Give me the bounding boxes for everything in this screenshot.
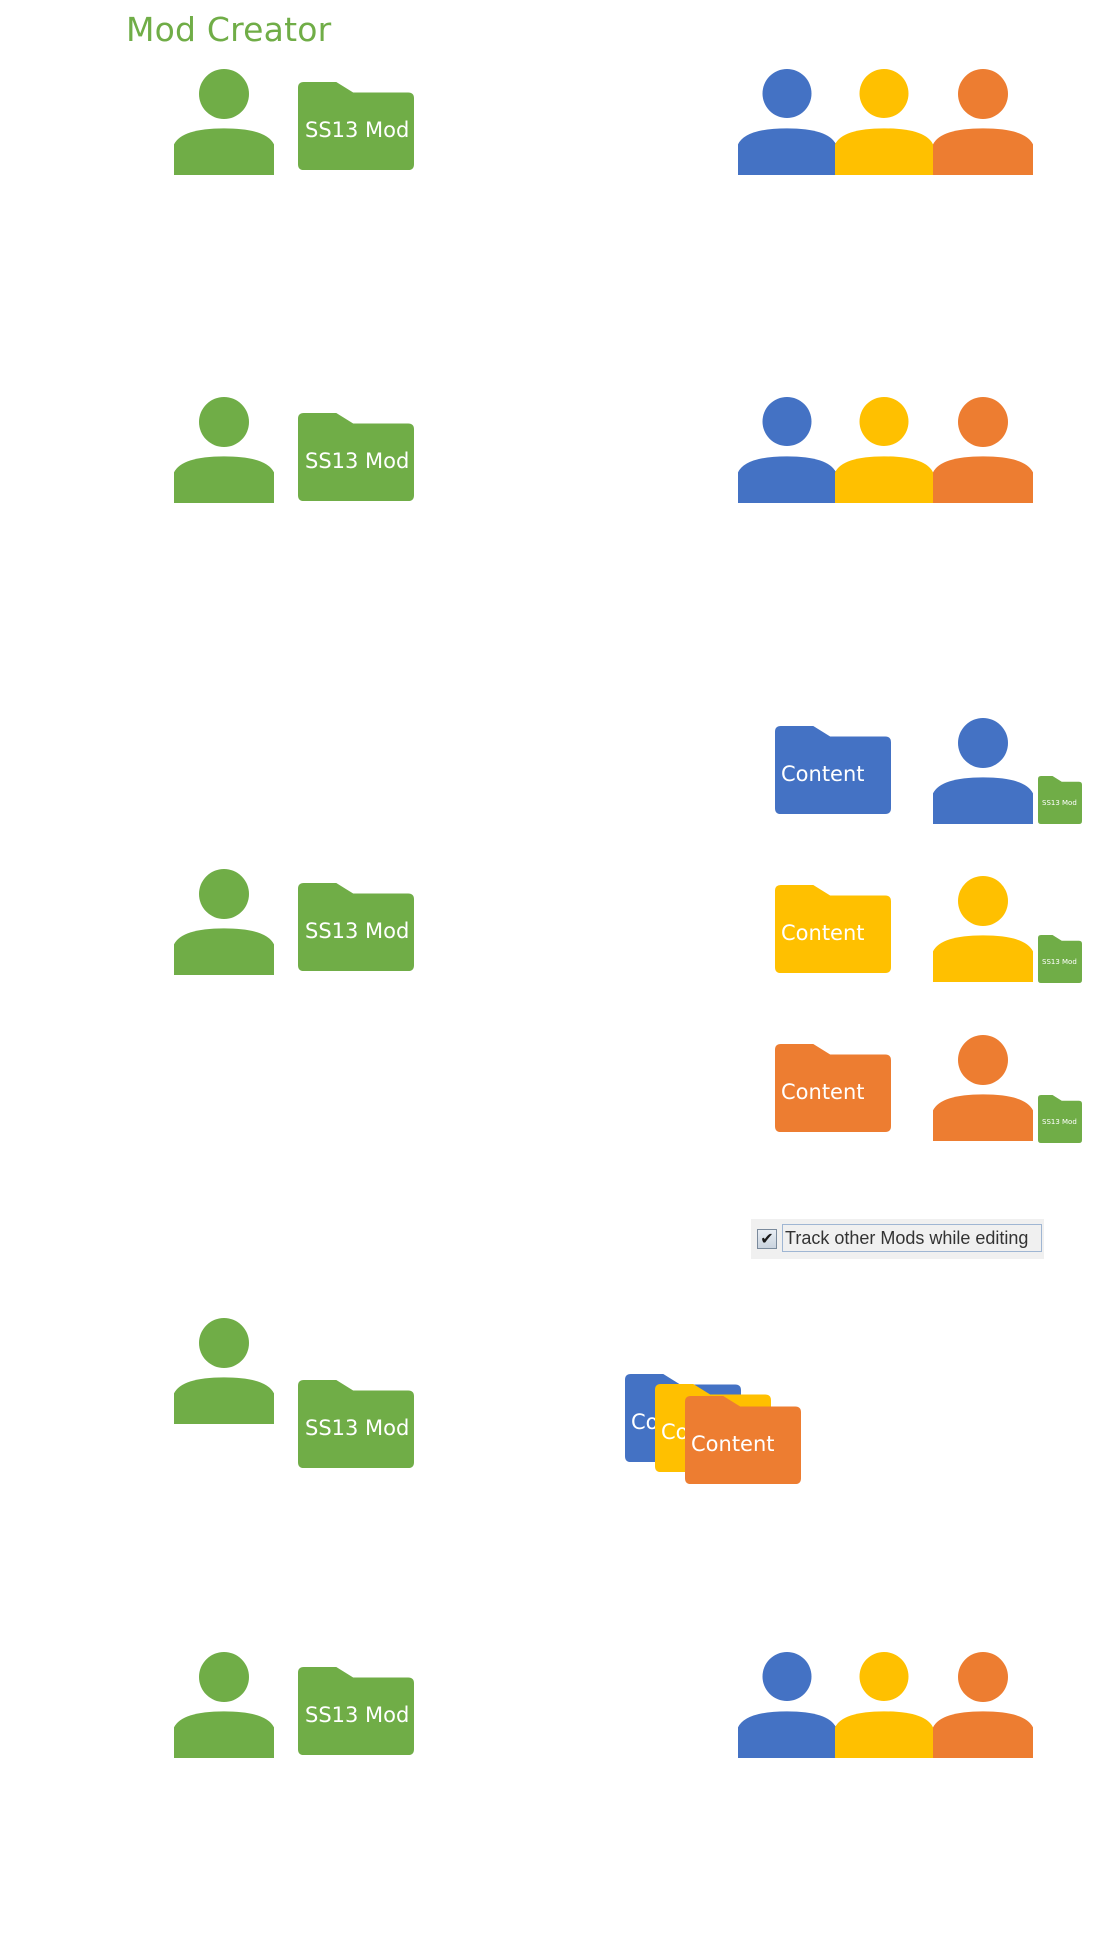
person-body — [738, 1711, 836, 1758]
person-body — [933, 935, 1033, 982]
person-body — [933, 777, 1033, 824]
folder-label: Content — [781, 1080, 865, 1105]
folder-shape — [775, 1044, 891, 1132]
person-body — [738, 456, 836, 503]
person-head — [958, 876, 1008, 926]
folder-label: SS13 Mod — [305, 118, 410, 143]
person-head — [762, 1652, 812, 1701]
folder-shape — [685, 1396, 801, 1484]
row-2-yellow-user-icon — [835, 397, 933, 503]
person-body — [933, 1711, 1033, 1758]
folder-label: Content — [781, 762, 865, 787]
folder-shape — [775, 885, 891, 973]
person-head — [762, 69, 812, 118]
folder-label: Content — [781, 921, 865, 946]
person-head — [859, 69, 909, 118]
row-3-yellow-content-folder-icon — [775, 885, 891, 973]
row-2-mod-creator-person-icon — [174, 397, 274, 503]
folder-shape — [1038, 1095, 1082, 1143]
folder-label: SS13 Mod — [305, 1703, 410, 1728]
person-body — [174, 128, 274, 175]
row-1-yellow-user-icon — [835, 69, 933, 175]
folder-shape — [298, 82, 414, 170]
row-5-ss13-mod-folder-icon — [298, 1667, 414, 1755]
checkbox[interactable]: ✔ — [757, 1229, 777, 1249]
row-5-orange-user-icon — [933, 1652, 1033, 1758]
row-3-orange-mini-mod-folder-icon — [1038, 1095, 1082, 1143]
row-5-blue-user-icon — [738, 1652, 836, 1758]
folder-label: Content — [691, 1432, 775, 1457]
folder-label: Co — [661, 1420, 689, 1445]
row-3-yellow-mini-mod-folder-icon — [1038, 935, 1082, 983]
person-head — [859, 1652, 909, 1701]
row-1-orange-user-icon — [933, 69, 1033, 175]
person-body — [174, 456, 274, 503]
folder-shape — [298, 413, 414, 501]
person-body — [174, 928, 274, 975]
check-mark-icon: ✔ — [760, 1229, 774, 1248]
checkbox-label[interactable]: Track other Mods while editing — [782, 1224, 1042, 1252]
person-body — [933, 128, 1033, 175]
folder-label: SS13 Mod — [1042, 798, 1077, 807]
person-body — [835, 128, 933, 175]
folder-shape — [1038, 935, 1082, 983]
person-body — [933, 456, 1033, 503]
folder-shape — [775, 726, 891, 814]
row-2-blue-user-icon — [738, 397, 836, 503]
person-body — [738, 128, 836, 175]
folder-shape — [298, 1667, 414, 1755]
person-body — [174, 1377, 274, 1424]
row-3-orange-user-icon — [933, 1035, 1033, 1141]
folder-shape — [1038, 776, 1082, 824]
page-title: Mod Creator — [126, 10, 332, 49]
row-2-ss13-mod-folder-icon — [298, 413, 414, 501]
person-head — [958, 69, 1008, 119]
row-3-orange-content-folder-icon — [775, 1044, 891, 1132]
person-head — [199, 1318, 249, 1368]
person-head — [958, 1652, 1008, 1702]
row-1-mod-creator-person-icon — [174, 69, 274, 175]
person-head — [958, 397, 1008, 447]
row-2-orange-user-icon — [933, 397, 1033, 503]
folder-shape — [298, 883, 414, 971]
person-head — [199, 869, 249, 919]
folder-shape — [298, 1380, 414, 1468]
person-head — [199, 1652, 249, 1702]
row-1-ss13-mod-folder-icon — [298, 82, 414, 170]
person-body — [174, 1711, 274, 1758]
folder-label: SS13 Mod — [1042, 957, 1077, 966]
row-3-yellow-user-icon — [933, 876, 1033, 982]
folder-label: Co — [631, 1410, 659, 1435]
track-mods-checkbox-control[interactable]: ✔ Track other Mods while editing — [751, 1219, 1044, 1259]
row-3-mod-creator-person-icon — [174, 869, 274, 975]
row-3-blue-content-folder-icon — [775, 726, 891, 814]
row-5-yellow-user-icon — [835, 1652, 933, 1758]
row-1-blue-user-icon — [738, 69, 836, 175]
row-4-ss13-mod-folder-icon — [298, 1380, 414, 1468]
row-5-mod-creator-person-icon — [174, 1652, 274, 1758]
person-body — [835, 1711, 933, 1758]
person-head — [958, 718, 1008, 768]
row-3-blue-mini-mod-folder-icon — [1038, 776, 1082, 824]
folder-label: SS13 Mod — [305, 919, 410, 944]
row-4-mod-creator-person-icon — [174, 1318, 274, 1424]
person-body — [933, 1094, 1033, 1141]
person-body — [835, 456, 933, 503]
row-3-blue-user-icon — [933, 718, 1033, 824]
person-head — [859, 397, 909, 446]
person-head — [762, 397, 812, 446]
person-head — [199, 397, 249, 447]
person-head — [199, 69, 249, 119]
folder-label: SS13 Mod — [305, 1416, 410, 1441]
row-3-ss13-mod-folder-icon — [298, 883, 414, 971]
folder-label: SS13 Mod — [1042, 1117, 1077, 1126]
person-head — [958, 1035, 1008, 1085]
folder-label: SS13 Mod — [305, 449, 410, 474]
row-4-stack-orange-content-folder-icon — [685, 1396, 801, 1484]
